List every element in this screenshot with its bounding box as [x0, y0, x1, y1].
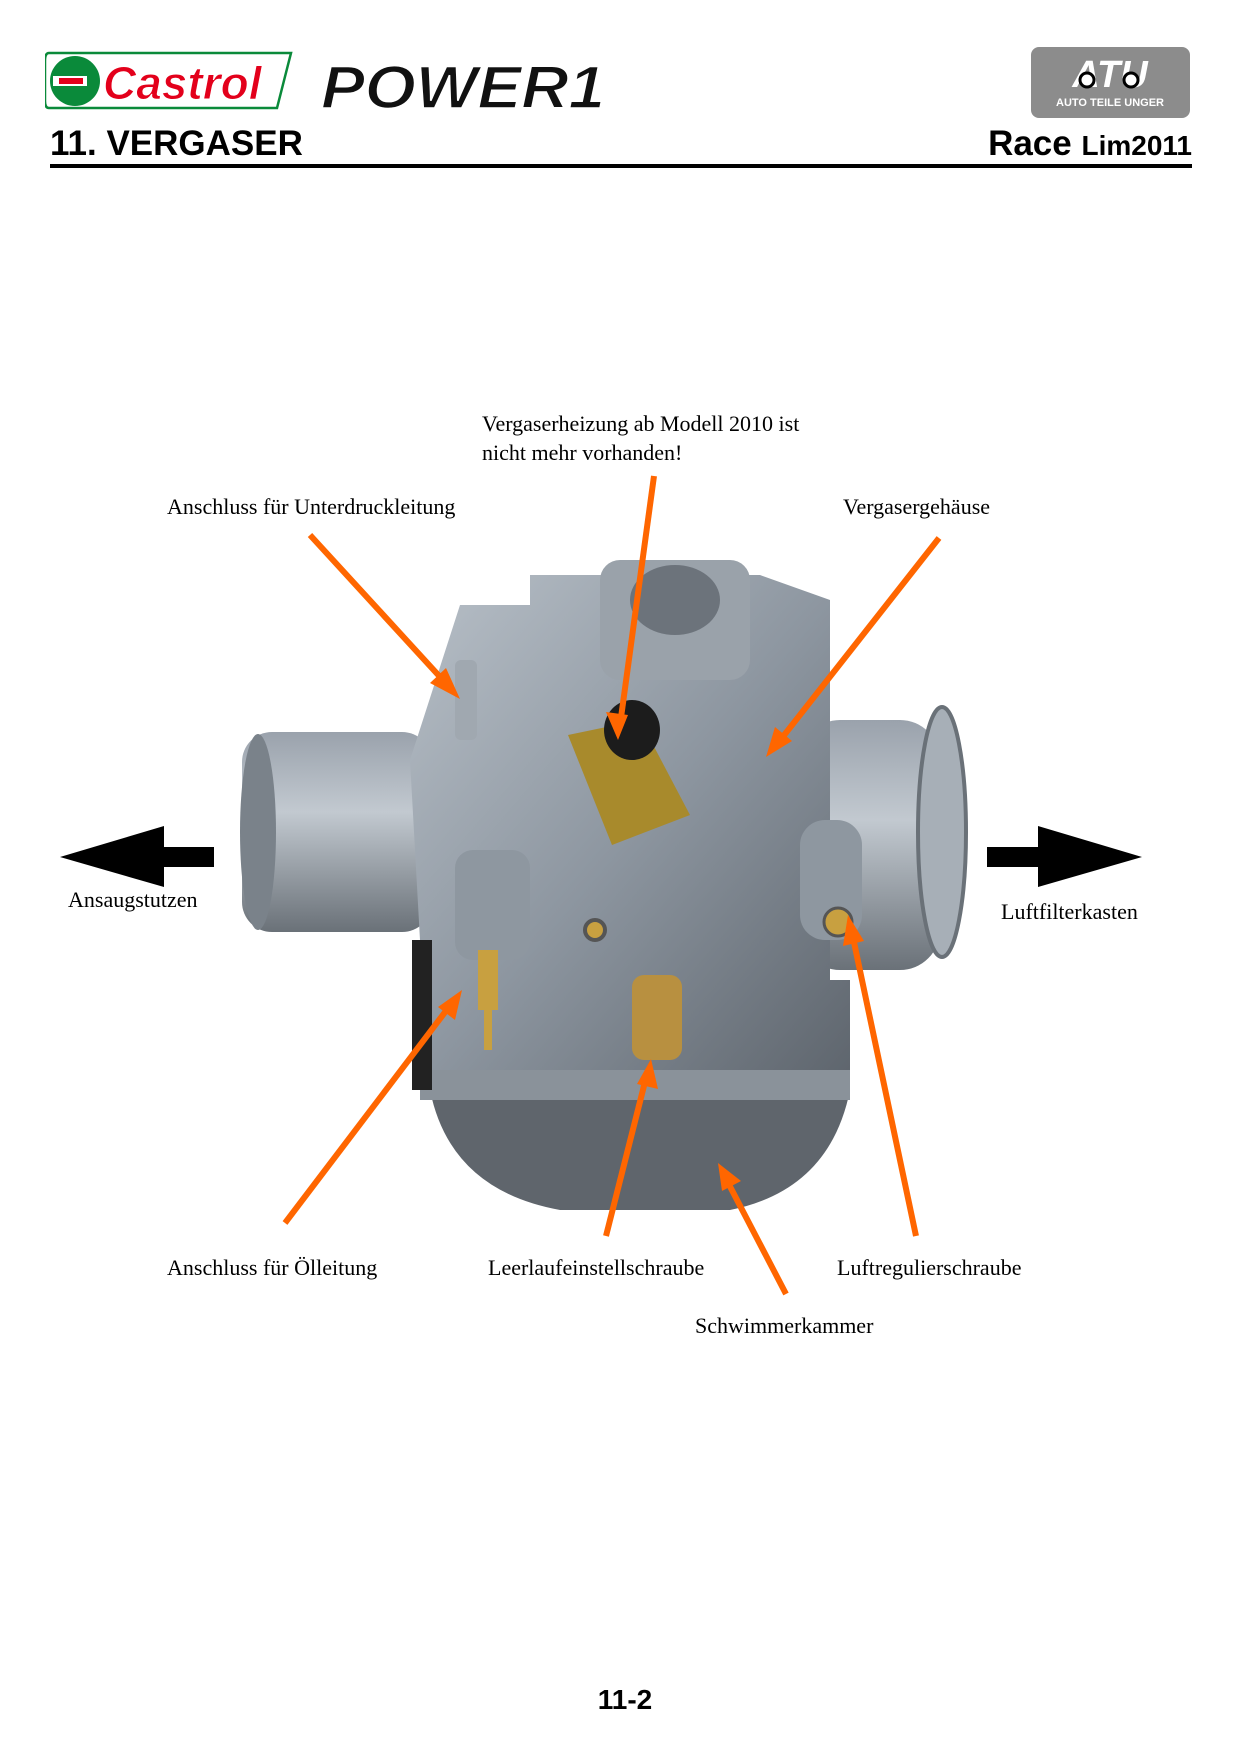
label-intake: Ansaugstutzen [68, 887, 198, 912]
housing-callout-arrow [766, 536, 942, 757]
label-heating-line2: nicht mehr vorhanden! [482, 440, 683, 465]
idle-screw-callout-arrow [603, 1059, 658, 1237]
intake-direction-arrow [60, 826, 214, 887]
float-chamber-callout-arrow [718, 1163, 789, 1296]
svg-text:Castrol: Castrol [103, 57, 263, 109]
airbox-direction-arrow [987, 826, 1142, 887]
label-vacuum-connection: Anschluss für Unterdruckleitung [167, 494, 456, 519]
vacuum-callout-arrow [307, 532, 460, 699]
label-float-chamber: Schwimmerkammer [695, 1313, 874, 1338]
section-title: 11. VERGASER [50, 124, 303, 163]
race-label: Race [988, 124, 1072, 163]
air-screw-callout-arrow [843, 915, 919, 1237]
carburetor-body [240, 560, 968, 1210]
label-airbox: Luftfilterkasten [1001, 899, 1138, 924]
label-idle-screw: Leerlaufeinstellschraube [488, 1255, 705, 1280]
castrol-logo: Castrol [43, 51, 293, 110]
power1-logo: POWER1 [320, 53, 611, 122]
label-air-screw: Luftregulierschraube [837, 1255, 1022, 1280]
edition-label: Lim2011 [1081, 130, 1192, 161]
header-rule [50, 164, 1192, 168]
svg-text:POWER1: POWER1 [321, 58, 605, 114]
svg-text:AUTO TEILE UNGER: AUTO TEILE UNGER [1056, 97, 1164, 109]
label-heating-line1: Vergaserheizung ab Modell 2010 ist [482, 411, 800, 436]
label-oil-connection: Anschluss für Ölleitung [167, 1255, 378, 1280]
heating-callout-arrow [606, 475, 657, 740]
page-number: 11-2 [597, 1684, 653, 1715]
race-edition: Race Lim2011 [988, 124, 1192, 164]
oil-callout-arrow [282, 990, 462, 1225]
label-carburetor-housing: Vergasergehäuse [843, 494, 991, 519]
atu-logo: ATU AUTO TEILE UNGER [1031, 47, 1190, 118]
